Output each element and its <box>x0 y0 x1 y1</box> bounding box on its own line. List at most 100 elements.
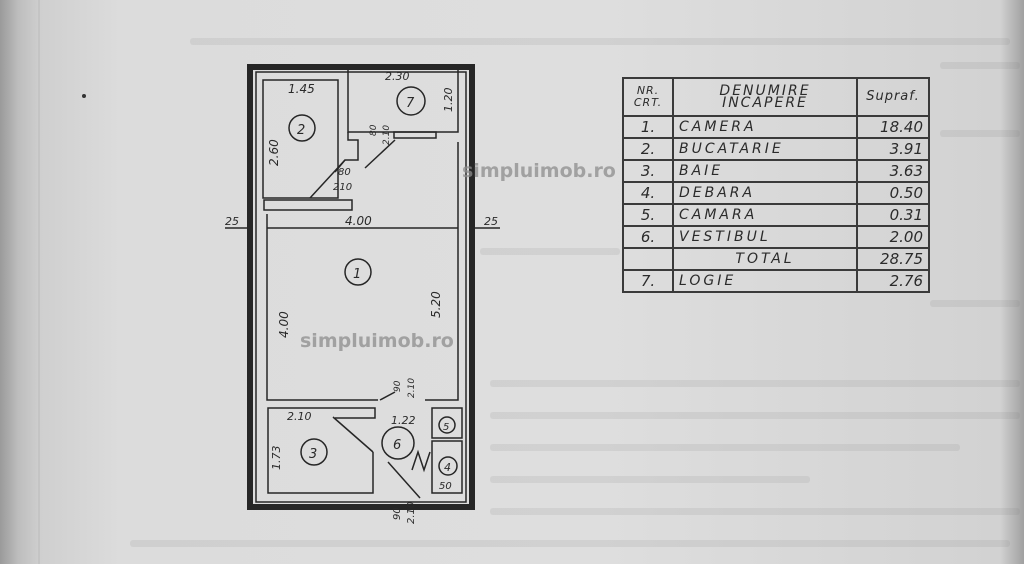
room-2-outline <box>262 79 339 199</box>
row-name: VESTIBUL <box>672 225 858 249</box>
door-swing <box>332 416 374 453</box>
row-nr-empty <box>622 247 674 271</box>
page-fold <box>38 0 40 564</box>
row-area: 0.50 <box>856 181 930 205</box>
table-header-row: NR. CRT. DENUMIRE INCAPERE Supraf. <box>622 77 930 117</box>
room-4-outline <box>431 440 463 494</box>
room-6-label: 6 <box>393 438 401 453</box>
faded-text-line <box>190 38 1010 45</box>
room-areas-table: NR. CRT. DENUMIRE INCAPERE Supraf. 1.CAM… <box>622 77 930 293</box>
door-swing <box>387 461 421 499</box>
header-nr: NR. CRT. <box>622 77 674 117</box>
partition-wall <box>263 199 353 211</box>
faded-text-line <box>490 412 1020 419</box>
dim-room-2-width: 1.45 <box>288 82 315 96</box>
header-name: DENUMIRE INCAPERE <box>672 77 858 117</box>
faded-text-line <box>490 380 1020 387</box>
ink-dot <box>82 94 86 98</box>
door-swing <box>379 391 396 401</box>
room-5-marker <box>438 416 456 434</box>
watermark: simpluimob.ro <box>462 160 616 182</box>
dim-room-2-length: 2.60 <box>267 139 281 166</box>
room-4-marker <box>438 456 458 476</box>
faded-text-line <box>490 508 1020 515</box>
door-width: 80 <box>369 124 379 136</box>
dim-room-4: 50 <box>439 481 452 492</box>
row-nr: 3. <box>622 159 674 183</box>
row-area: 3.63 <box>856 159 930 183</box>
room-6-marker <box>381 426 415 460</box>
room-5-outline <box>431 407 463 439</box>
dim-room-7-depth: 1.20 <box>442 88 455 113</box>
door-swing <box>309 159 346 199</box>
total-label: TOTAL <box>672 247 858 271</box>
row-nr: 7. <box>622 269 674 293</box>
row-area: 0.31 <box>856 203 930 227</box>
faded-text-line <box>930 300 1020 307</box>
dim-room-3-length: 1.73 <box>270 446 283 471</box>
faded-text-line <box>490 476 810 483</box>
room-2-marker <box>288 114 316 142</box>
dim-room-1-width: 4.00 <box>345 214 372 228</box>
total-area: 28.75 <box>856 247 930 271</box>
row-name: BUCATARIE <box>672 137 858 161</box>
row-name: LOGIE <box>672 269 858 293</box>
door-swing <box>364 139 396 169</box>
door-width: 90 <box>393 380 403 392</box>
room-1-outline <box>425 142 459 401</box>
row-area: 18.40 <box>856 115 930 139</box>
row-name: CAMARA <box>672 203 858 227</box>
room-3-marker <box>300 438 328 466</box>
room-7-marker <box>396 86 426 116</box>
room-2-label: 2 <box>297 123 305 138</box>
row-name: DEBARA <box>672 181 858 205</box>
room-4-label: 4 <box>444 461 451 474</box>
row-area: 2.76 <box>856 269 930 293</box>
room-7-label: 7 <box>406 96 415 111</box>
room-1-marker <box>344 258 372 286</box>
row-nr: 4. <box>622 181 674 205</box>
door-height: 2.10 <box>406 502 417 524</box>
faded-text-line <box>490 444 960 451</box>
dim-room-1-side: 4.00 <box>277 311 291 338</box>
dim-room-6: 1.22 <box>391 414 416 427</box>
door-height: 2.10 <box>407 378 417 398</box>
dim-room-7-width: 2.30 <box>385 70 410 83</box>
row-area: 2.00 <box>856 225 930 249</box>
door-width: 80 <box>338 167 351 178</box>
row-nr: 6. <box>622 225 674 249</box>
stair-zigzag <box>411 449 431 473</box>
row-name: CAMERA <box>672 115 858 139</box>
row-area: 3.91 <box>856 137 930 161</box>
room-1-label: 1 <box>353 267 361 282</box>
faded-text-line <box>130 540 1010 547</box>
room-5-label: 5 <box>443 422 449 433</box>
logia-door <box>393 131 437 139</box>
dim-room-3-width: 2.10 <box>287 410 312 423</box>
row-nr: 5. <box>622 203 674 227</box>
outer-wall <box>247 64 475 510</box>
row-name: BAIE <box>672 159 858 183</box>
dim-room-1-length: 5.20 <box>429 291 443 318</box>
dim-wall-left: 25 <box>225 215 239 228</box>
row-nr: 2. <box>622 137 674 161</box>
door-height: 2.10 <box>382 125 392 145</box>
room-1-outline <box>266 214 378 401</box>
inner-wall-line <box>255 71 467 503</box>
faded-text-line <box>480 248 620 255</box>
faded-text-line <box>940 130 1020 137</box>
dim-wall-right: 25 <box>484 215 498 228</box>
door-width: 90 <box>392 507 403 520</box>
header-area: Supraf. <box>856 77 930 117</box>
row-nr: 1. <box>622 115 674 139</box>
watermark: simpluimob.ro <box>300 330 454 352</box>
room-3-outline <box>267 407 376 494</box>
